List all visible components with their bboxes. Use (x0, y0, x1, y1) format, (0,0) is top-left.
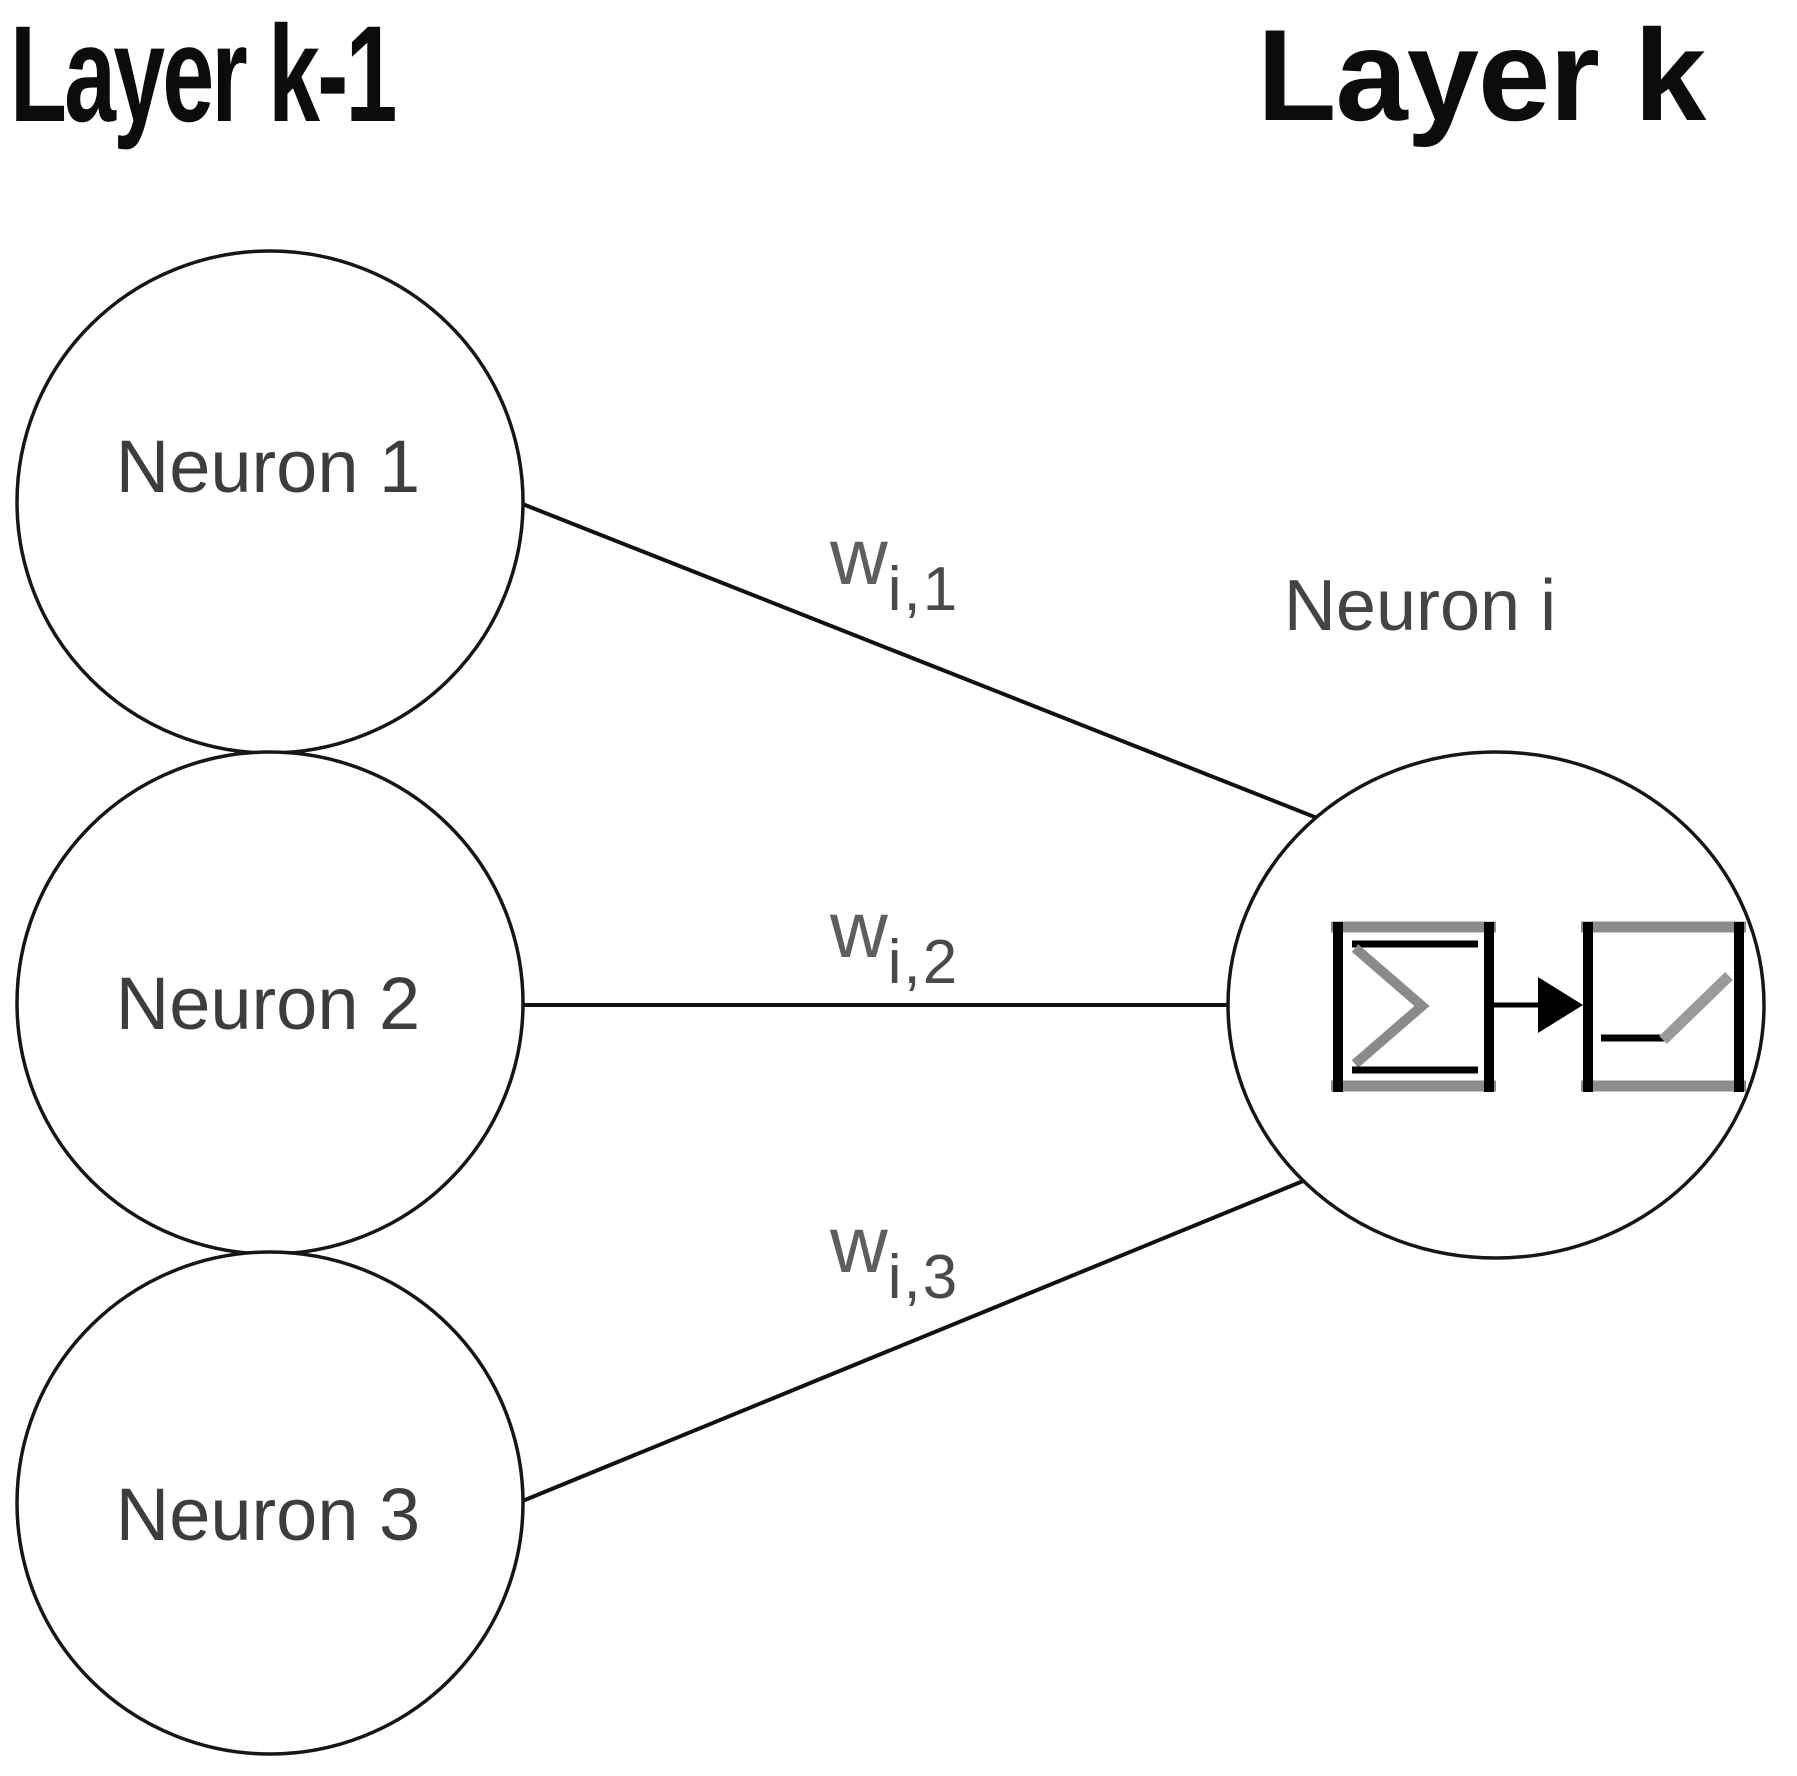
neuron-3-label: Neuron 3 (115, 1473, 421, 1556)
relu-activation-icon (1581, 921, 1746, 1092)
weight-i2-subscript: i,2 (887, 928, 960, 997)
layer-k-title: Layer k (1257, 2, 1706, 148)
neuron-1-label: Neuron 1 (115, 425, 421, 508)
neuron-i-label: Neuron i (1283, 566, 1557, 646)
neuron-2-label: Neuron 2 (115, 962, 421, 1045)
sigma-icon (1331, 921, 1496, 1092)
neuron-3-circle (15, 1250, 525, 1756)
weight-i1-base: w (830, 512, 888, 601)
arrow-right-icon (1494, 977, 1583, 1033)
edge-neuron3-to-neuroni (519, 1168, 1331, 1504)
weight-i3-subscript: i,3 (887, 1243, 960, 1312)
edge-neuron1-to-neuroni (519, 501, 1351, 833)
weight-i3-base: w (830, 1200, 888, 1289)
weight-i1-subscript: i,1 (887, 555, 960, 624)
layer-k-1-title: Layer k-1 (10, 0, 397, 151)
weight-i2-base: w (830, 885, 888, 974)
